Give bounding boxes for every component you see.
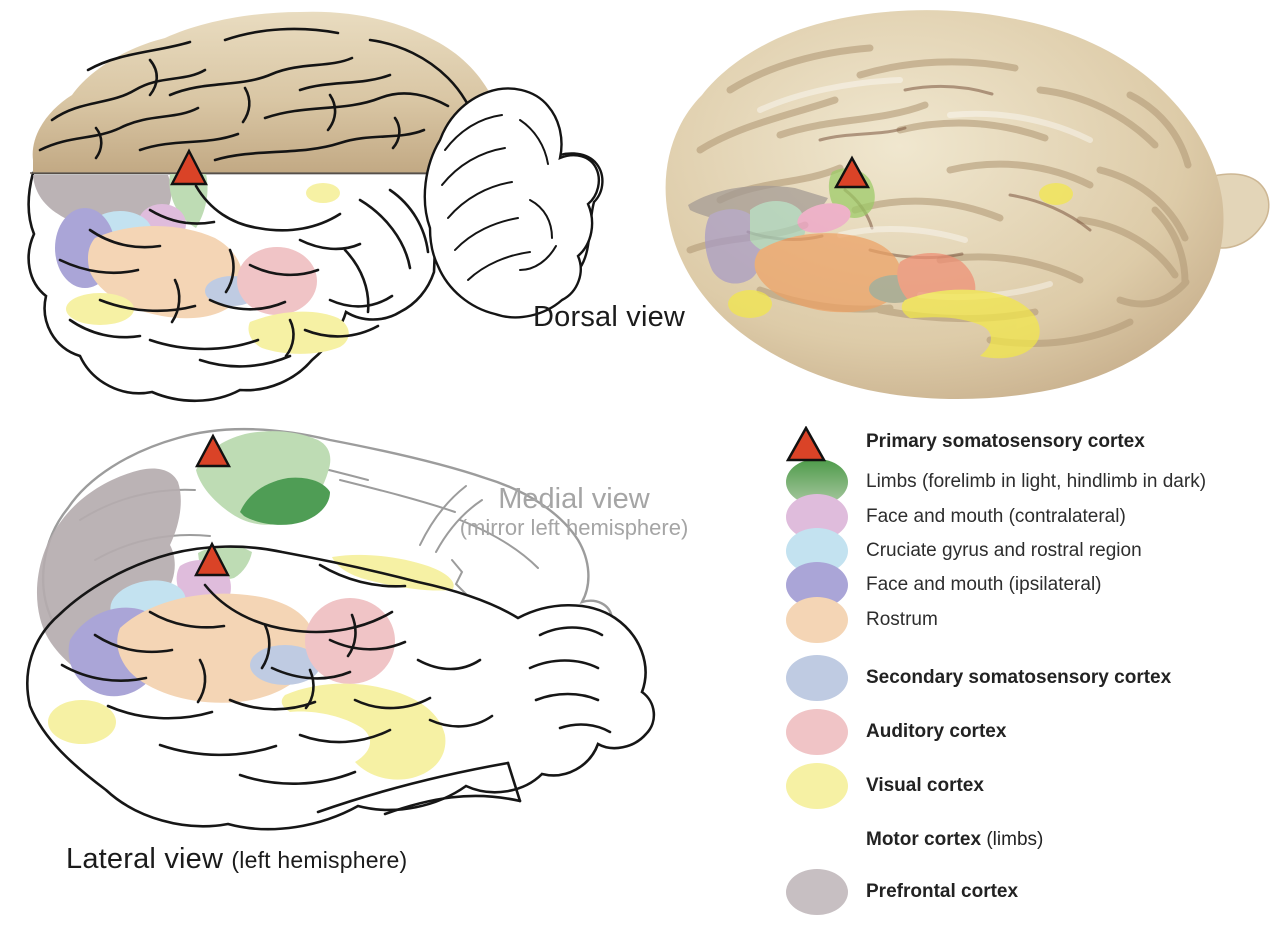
- overlay-visual-top: [1039, 183, 1073, 205]
- legend-label-secondary: Secondary somatosensory cortex: [866, 667, 1172, 688]
- legend-label-prefrontal: Prefrontal cortex: [866, 881, 1019, 902]
- region-visual-left: [48, 700, 116, 744]
- overlay-face-mouth-contralateral: [797, 203, 851, 233]
- overlay-visual-hook: [901, 289, 1040, 359]
- legend-label-motor: Motor cortex (limbs): [866, 829, 1044, 850]
- medial-view-label: Medial view: [498, 483, 650, 515]
- legend-swatch-rostrum: [786, 597, 848, 643]
- medial-lateral-panel: [26, 427, 656, 831]
- legend-label-visual: Visual cortex: [866, 775, 984, 796]
- region-visual-left: [66, 293, 134, 325]
- motor-cortex-marker: [195, 433, 231, 468]
- dorsal-view-label: Dorsal view: [533, 301, 686, 333]
- motor-cortex-marker: [833, 155, 871, 189]
- motor-cortex-marker: [194, 541, 230, 577]
- region-auditory: [237, 247, 317, 315]
- photo-gyri-lines: [38, 27, 480, 162]
- legend-label-rostrum: Rostrum: [866, 609, 938, 630]
- medial-view-sublabel: (mirror left hemisphere): [459, 515, 689, 540]
- hybrid-brain-panel: [27, 11, 604, 403]
- cerebellum-drawing: [423, 87, 604, 319]
- hybrid-regions: [33, 174, 349, 354]
- lateral-view-label: Lateral view: [66, 843, 224, 875]
- photo-brain-panel: [665, 10, 1270, 399]
- legend-label-face-mouth-contralateral: Face and mouth (contralateral): [866, 506, 1126, 527]
- medial-view-label-group: Medial view (mirror left hemisphere): [414, 484, 734, 541]
- region-visual-top: [306, 183, 340, 203]
- motor-triangle-icon: [786, 426, 826, 462]
- overlay-rostrum: [754, 233, 902, 313]
- legend-swatch-secondary: [786, 655, 848, 701]
- overlay-visual-left: [728, 290, 772, 318]
- region-visual-hook: [248, 311, 349, 354]
- photo-half: [32, 11, 513, 174]
- lateral-drawing-outline: [26, 545, 656, 831]
- legend-label-face-mouth-ipsilateral: Face and mouth (ipsilateral): [866, 574, 1102, 595]
- lateral-view-label-group: Lateral view (left hemisphere): [66, 843, 407, 876]
- legend-label-limbs: Limbs (forelimb in light, hindlimb in da…: [866, 471, 1207, 492]
- medial-region-limbs-dark: [240, 477, 330, 525]
- overlay-face-mouth-ipsilateral: [704, 209, 765, 284]
- legend-label-auditory: Auditory cortex: [866, 721, 1007, 742]
- lateral-sulci-lines: [60, 563, 612, 816]
- region-rostrum: [87, 226, 243, 319]
- photo-overlay-regions: [688, 168, 1073, 359]
- region-auditory: [305, 598, 395, 684]
- lateral-view-sublabel: (left hemisphere): [231, 847, 408, 873]
- legend-swatch-auditory: [786, 709, 848, 755]
- legend-swatch-prefrontal: [786, 869, 848, 915]
- legend-label-cruciate: Cruciate gyrus and rostral region: [866, 540, 1142, 561]
- motor-cortex-marker: [170, 148, 208, 186]
- drawing-sulci-lines: [58, 184, 430, 368]
- legend-title: Primary somatosensory cortex: [866, 431, 1145, 452]
- legend-swatch-motor-triangle: [786, 426, 826, 462]
- legend-swatch-visual: [786, 763, 848, 809]
- legend-label-motor-suffix: (limbs): [981, 829, 1044, 850]
- region-visual-top: [332, 554, 454, 591]
- legend: Primary somatosensory cortex Limbs (fore…: [786, 426, 1282, 926]
